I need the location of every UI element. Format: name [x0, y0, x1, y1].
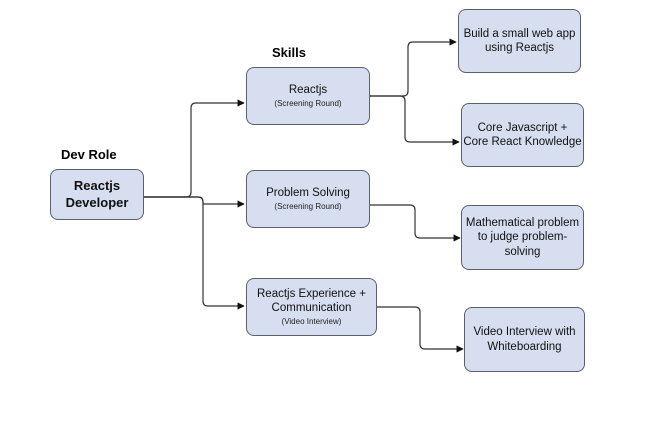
- edge-role-to-problem-solving: [144, 196, 245, 208]
- skills-heading: Skills: [272, 45, 306, 60]
- edge-reactjs-to-build-app: [370, 38, 457, 97]
- skill-title: Reactjs: [288, 83, 328, 96]
- skill-node-experience-communication[interactable]: Reactjs Experience + Communication (Vide…: [246, 278, 377, 336]
- skill-node-reactjs[interactable]: Reactjs (Screening Round): [246, 67, 370, 125]
- outcome-line-3: solving: [504, 245, 541, 258]
- skill-subtitle: (Screening Round): [274, 99, 342, 109]
- outcome-node-build-web-app[interactable]: Build a small web app using Reactjs: [458, 9, 581, 73]
- outcome-line-1: Mathematical problem: [465, 216, 580, 229]
- outcome-line-2: to judge problem-: [477, 231, 568, 244]
- skill-title-line-2: Communication: [271, 302, 352, 314]
- outcome-line-2: Whiteboarding: [487, 340, 562, 353]
- outcome-node-math-problem[interactable]: Mathematical problem to judge problem- s…: [461, 205, 584, 270]
- role-line-2: Developer: [65, 194, 129, 210]
- role-line-1: Reactjs: [73, 177, 121, 193]
- skill-subtitle: (Screening Round): [274, 202, 342, 212]
- skill-title: Problem Solving: [266, 186, 350, 199]
- outcome-line-1: Build a small web app: [463, 27, 576, 40]
- outcome-line-1: Video Interview with: [473, 326, 576, 339]
- outcome-line-2: Core React Knowledge: [463, 136, 582, 148]
- edge-reactjs-to-core-knowledge: [370, 95, 460, 146]
- edge-experience-to-video: [377, 306, 464, 353]
- dev-role-heading: Dev Role: [61, 147, 117, 162]
- skill-node-problem-solving[interactable]: Problem Solving (Screening Round): [246, 170, 370, 228]
- edge-role-to-experience: [144, 196, 245, 310]
- role-node-reactjs-developer[interactable]: Reactjs Developer: [50, 169, 144, 220]
- edge-problem-solving-to-math: [370, 204, 461, 242]
- outcome-node-core-knowledge[interactable]: Core Javascript + Core React Knowledge: [461, 103, 584, 167]
- skill-subtitle: (Video Interview): [281, 317, 342, 327]
- skill-title: Reactjs Experience +: [257, 287, 366, 300]
- edge-role-to-reactjs: [144, 99, 245, 198]
- outcome-line-1: Core Javascript +: [477, 121, 568, 134]
- outcome-line-2: using Reactjs: [484, 42, 555, 54]
- outcome-node-video-whiteboarding[interactable]: Video Interview with Whiteboarding: [464, 307, 585, 372]
